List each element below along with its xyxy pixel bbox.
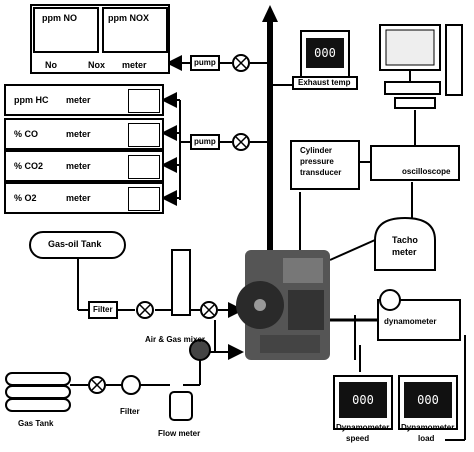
tacho-label2: meter bbox=[392, 247, 417, 257]
co-meter-text: meter bbox=[66, 129, 91, 139]
pump-top-label: pump bbox=[194, 58, 216, 67]
filter-bottom-label: Filter bbox=[120, 407, 140, 416]
no-meter-label: No bbox=[45, 60, 57, 70]
air-gas-mixer-label: Air & Gas mixer bbox=[145, 335, 206, 344]
gas-cylinder-2 bbox=[5, 385, 71, 399]
gauge-icon bbox=[128, 187, 160, 211]
hc-meter-text: meter bbox=[66, 95, 91, 105]
exhaust-temp-label: Exhaust temp bbox=[298, 78, 351, 87]
gauge-icon bbox=[128, 123, 160, 147]
filter-top-label: Filter bbox=[93, 305, 113, 314]
co-label: % CO bbox=[14, 129, 39, 139]
dyno-load-label1: Dynamometer bbox=[401, 423, 455, 432]
gas-cylinder-3 bbox=[5, 398, 71, 412]
dyno-speed-label2: speed bbox=[346, 434, 370, 443]
meter-label: meter bbox=[122, 60, 147, 70]
pump-mid-label: pump bbox=[194, 137, 216, 146]
dyno-speed-label1: Dynamometer bbox=[336, 423, 390, 432]
transducer-line2: pressure bbox=[300, 157, 334, 166]
mixer-column bbox=[171, 249, 191, 316]
o2-label: % O2 bbox=[14, 193, 37, 203]
gas-tank-label: Gas Tank bbox=[18, 419, 54, 428]
gas-oil-tank-label: Gas-oil Tank bbox=[48, 239, 102, 249]
dyno-speed-display: 000 bbox=[339, 382, 387, 418]
oscilloscope-label: oscilloscope bbox=[402, 167, 451, 176]
exhaust-temp-display: 000 bbox=[306, 38, 344, 68]
injector-shape bbox=[189, 339, 211, 361]
hc-label: ppm HC bbox=[14, 95, 49, 105]
engine bbox=[236, 250, 330, 360]
cylinder-pressure-transducer bbox=[290, 140, 360, 190]
gauge-icon bbox=[128, 155, 160, 179]
gas-filter-shape bbox=[121, 375, 141, 395]
exhaust-arrow bbox=[262, 5, 278, 22]
co2-label: % CO2 bbox=[14, 161, 44, 171]
no-display bbox=[33, 7, 99, 53]
o2-meter-text: meter bbox=[66, 193, 91, 203]
gas-oil-tank-shape bbox=[29, 231, 126, 259]
transducer-line1: Cylinder bbox=[300, 146, 333, 155]
nox-meter-label: Nox bbox=[88, 60, 106, 70]
flow-meter-shape bbox=[169, 391, 193, 421]
dyno-load-display: 000 bbox=[404, 382, 452, 418]
computer bbox=[379, 24, 463, 109]
pump-top bbox=[190, 55, 220, 71]
oscilloscope bbox=[370, 145, 460, 181]
gas-cylinder-1 bbox=[5, 372, 71, 386]
tacho-shape bbox=[374, 216, 436, 271]
co2-meter-text: meter bbox=[66, 161, 91, 171]
dynamometer-label: dynamometer bbox=[384, 317, 437, 326]
exhaust-temp-plate bbox=[292, 76, 358, 90]
transducer-line3: transducer bbox=[300, 168, 342, 177]
flow-meter-label: Flow meter bbox=[158, 429, 201, 438]
dyno-load-label2: load bbox=[418, 434, 435, 443]
no-label: ppm NO bbox=[42, 13, 77, 23]
pump-mid bbox=[190, 134, 220, 150]
filter-top bbox=[88, 301, 118, 319]
nox-label: ppm NOX bbox=[108, 13, 150, 23]
tacho-label1: Tacho bbox=[392, 235, 418, 245]
nox-display bbox=[102, 7, 168, 53]
gauge-icon bbox=[128, 89, 160, 113]
